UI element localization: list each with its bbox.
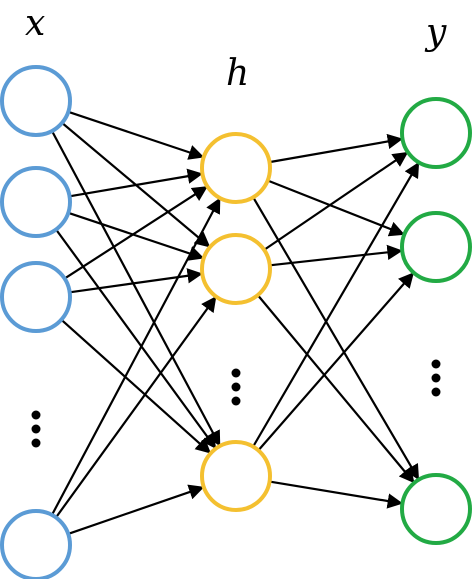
input-hidden-edge-3-2 [67, 484, 205, 535]
hidden-output-edge-1-1 [269, 244, 403, 267]
hidden-output-edge-2-0 [252, 161, 420, 448]
input-hidden-edge-1-1 [67, 211, 205, 261]
hidden-output-edge-1-0 [263, 151, 409, 251]
input-hidden-edge-1-2 [55, 228, 217, 449]
hidden-output-edge-2-1 [257, 272, 414, 452]
output-node-1 [400, 211, 472, 283]
input-ellipsis-dot-1 [31, 424, 41, 434]
hidden-ellipsis-dot-1 [231, 382, 241, 392]
output-ellipsis-dot-0 [431, 359, 441, 369]
input-node-3 [0, 509, 72, 579]
hidden-node-1 [200, 233, 272, 305]
hidden-output-edge-2-2 [269, 480, 403, 509]
output-node-2 [400, 473, 472, 545]
input-hidden-edge-2-2 [60, 318, 212, 454]
ellipsis-dots [31, 359, 441, 448]
input-ellipsis-dot-2 [31, 438, 41, 448]
input-hidden-edge-3-0 [50, 197, 221, 516]
input-ellipsis-dot-0 [31, 410, 41, 420]
hidden-ellipsis-dot-2 [231, 396, 241, 406]
hidden-layer-label: h [226, 53, 250, 94]
hidden-node-0 [200, 132, 272, 204]
output-node-0 [400, 97, 472, 169]
connection-edges [50, 110, 420, 535]
hidden-output-edge-0-2 [252, 196, 420, 481]
output-ellipsis-dot-1 [431, 373, 441, 383]
input-node-2 [0, 261, 72, 333]
hidden-output-edge-0-1 [267, 179, 405, 237]
hidden-node-2 [200, 440, 272, 512]
hidden-ellipsis-dot-0 [231, 368, 241, 378]
input-hidden-edge-2-0 [63, 186, 208, 280]
hidden-output-edge-1-2 [256, 294, 415, 484]
input-layer-label: x [25, 3, 46, 44]
hidden-output-edge-0-0 [269, 133, 404, 164]
input-hidden-edge-3-1 [55, 296, 217, 519]
input-hidden-edge-0-0 [67, 110, 205, 160]
input-hidden-edge-0-2 [51, 130, 221, 447]
output-layer-label: y [426, 12, 447, 53]
input-hidden-edge-1-0 [69, 168, 204, 198]
neurons [0, 65, 472, 579]
output-ellipsis-dot-2 [431, 387, 441, 397]
input-node-0 [0, 65, 72, 137]
input-node-1 [0, 166, 72, 238]
